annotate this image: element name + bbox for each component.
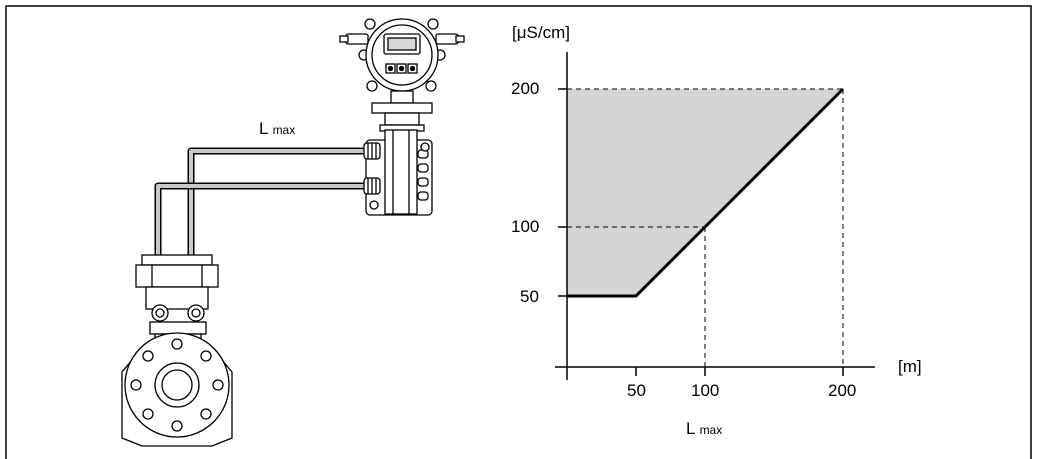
cable-length-label: L max [259,120,295,137]
y-tick-label-100: 100 [511,217,540,236]
cable-length-letter: L [259,119,268,138]
x-axis-unit-label: [m] [898,357,922,376]
x-tick-label-100: 100 [691,381,720,400]
y-tick-label-200: 200 [511,79,540,98]
x-tick-label-200: 200 [828,381,857,400]
cable-length-subscript: max [272,123,296,137]
wall-mount-housing [363,129,433,216]
x-tick-label-50: 50 [627,381,646,400]
reference-lines [567,88,844,367]
flowmeter-illustration [121,18,465,447]
sensor-icon [121,254,233,447]
transmitter-icon [339,18,465,132]
boundary-line [567,87,845,298]
axis-ticks [558,88,844,376]
x-axis-title: L max [686,420,722,437]
connection-cable [154,147,375,287]
x-axis-title-letter: L [686,419,695,438]
conductivity-chart [555,52,875,380]
permitted-area [567,89,843,296]
y-axis-label: [μS/cm] [512,23,570,42]
y-tick-label-50: 50 [520,287,539,306]
x-axis-title-subscript: max [699,423,723,437]
